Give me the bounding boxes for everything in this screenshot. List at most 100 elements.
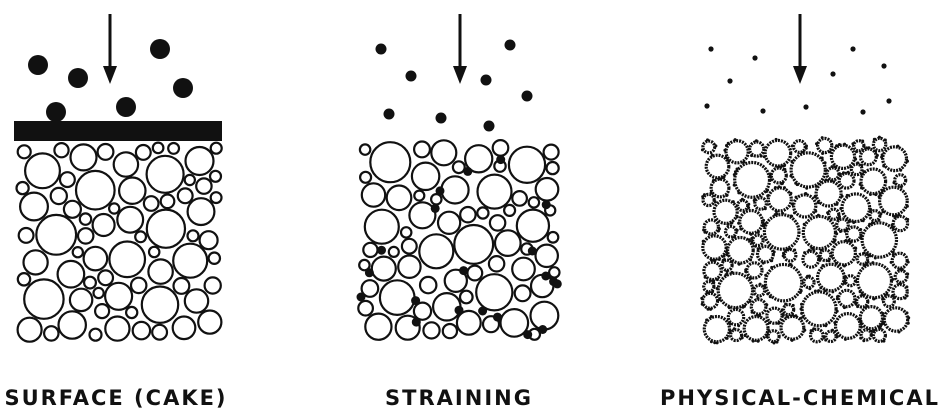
suspended-particle <box>756 230 760 234</box>
suspended-particle <box>709 191 713 195</box>
suspended-particle <box>740 336 744 340</box>
suspended-particle <box>780 308 784 312</box>
suspended-particle <box>737 262 741 266</box>
suspended-particle <box>709 315 713 318</box>
suspended-particle <box>868 193 872 196</box>
suspended-particle <box>859 228 863 231</box>
suspended-particle <box>744 268 748 272</box>
filter-cake-layer <box>14 121 222 141</box>
suspended-particle <box>740 197 744 201</box>
filter-media-grain <box>825 166 841 182</box>
suspended-particle <box>892 214 895 218</box>
filter-media-grain <box>68 287 94 313</box>
filter-media-grain <box>893 173 908 188</box>
filter-media-grain <box>112 151 140 178</box>
suspended-particle <box>730 270 734 274</box>
suspended-particle <box>803 104 809 110</box>
suspended-particle <box>766 333 770 336</box>
filter-media-grain <box>360 279 380 298</box>
suspended-particle <box>774 210 778 214</box>
filter-media-grain <box>364 312 393 341</box>
suspended-particle <box>735 228 739 232</box>
suspended-particle <box>846 170 850 174</box>
filter-media-grain <box>107 202 121 215</box>
suspended-particle <box>906 159 909 163</box>
suspended-particle <box>882 164 886 168</box>
suspended-particle <box>173 78 193 98</box>
suspended-particle <box>754 244 757 248</box>
suspended-particle <box>725 253 729 257</box>
suspended-particle <box>405 70 417 82</box>
filter-media-grain <box>91 212 116 238</box>
suspended-particle <box>850 46 856 52</box>
filter-media-grain <box>186 197 216 227</box>
filter-media-grain <box>378 279 416 317</box>
filter-media-grain <box>134 230 148 244</box>
suspended-particle <box>769 178 773 182</box>
suspended-particle <box>411 317 421 327</box>
suspended-particle <box>862 339 866 343</box>
filter-media-grain <box>881 145 909 173</box>
filter-media-grain <box>78 212 93 226</box>
suspended-particle <box>356 292 366 302</box>
filter-media-grain <box>890 251 909 270</box>
suspended-particle <box>860 109 866 115</box>
suspended-particle <box>880 155 884 159</box>
suspended-particle <box>722 175 726 179</box>
suspended-particle <box>478 306 488 316</box>
suspended-particle <box>706 291 710 295</box>
suspended-particle <box>28 55 48 75</box>
filter-media-grain <box>742 314 770 342</box>
suspended-particle <box>717 227 721 231</box>
suspended-particle <box>897 330 901 334</box>
filter-media-grain <box>74 169 116 211</box>
suspended-particle <box>751 339 755 343</box>
suspended-particle <box>764 273 768 277</box>
suspended-particle <box>751 286 755 290</box>
suspended-particle <box>842 171 845 175</box>
filter-media-grain <box>71 245 85 259</box>
suspended-particle <box>867 146 871 150</box>
filter-media-grain <box>436 210 462 235</box>
filter-media-grain <box>859 328 873 342</box>
suspended-particle <box>905 204 909 208</box>
filter-media-grain <box>440 175 470 205</box>
suspended-particle <box>900 268 904 271</box>
suspended-particle <box>790 338 794 342</box>
suspended-particle <box>702 193 706 197</box>
filter-media-grain <box>801 214 838 251</box>
suspended-particle <box>737 324 741 328</box>
suspended-particle <box>752 55 758 61</box>
suspended-particle <box>886 98 892 104</box>
suspended-particle <box>737 191 741 195</box>
filter-media-grain <box>88 327 103 342</box>
suspended-particle <box>709 258 713 262</box>
suspended-particle <box>748 299 752 303</box>
suspended-particle <box>823 289 827 293</box>
suspended-particle <box>794 181 798 185</box>
suspended-particle <box>791 303 795 307</box>
filter-media-grain <box>726 307 746 327</box>
filter-media-grain <box>716 271 755 310</box>
filter-media-grain <box>198 230 219 251</box>
filter-media-grain <box>116 205 145 234</box>
suspended-particle <box>877 195 881 199</box>
suspended-particle <box>866 260 870 264</box>
surface-cake-panel <box>14 14 223 343</box>
suspended-particle <box>791 202 794 206</box>
suspended-particle <box>733 170 737 174</box>
suspended-particle <box>150 39 170 59</box>
suspended-particle <box>732 327 736 331</box>
suspended-particle <box>726 141 730 145</box>
suspended-particle <box>835 202 839 206</box>
suspended-particle <box>892 181 896 185</box>
filter-media-grain <box>58 171 76 189</box>
suspended-particle <box>803 328 807 332</box>
filter-media-grain <box>769 166 788 185</box>
filter-media-grain <box>800 290 838 328</box>
suspended-particle <box>774 137 778 141</box>
filter-media-grain <box>430 139 458 167</box>
suspended-particle <box>879 212 883 216</box>
filter-media-grain <box>723 224 738 239</box>
